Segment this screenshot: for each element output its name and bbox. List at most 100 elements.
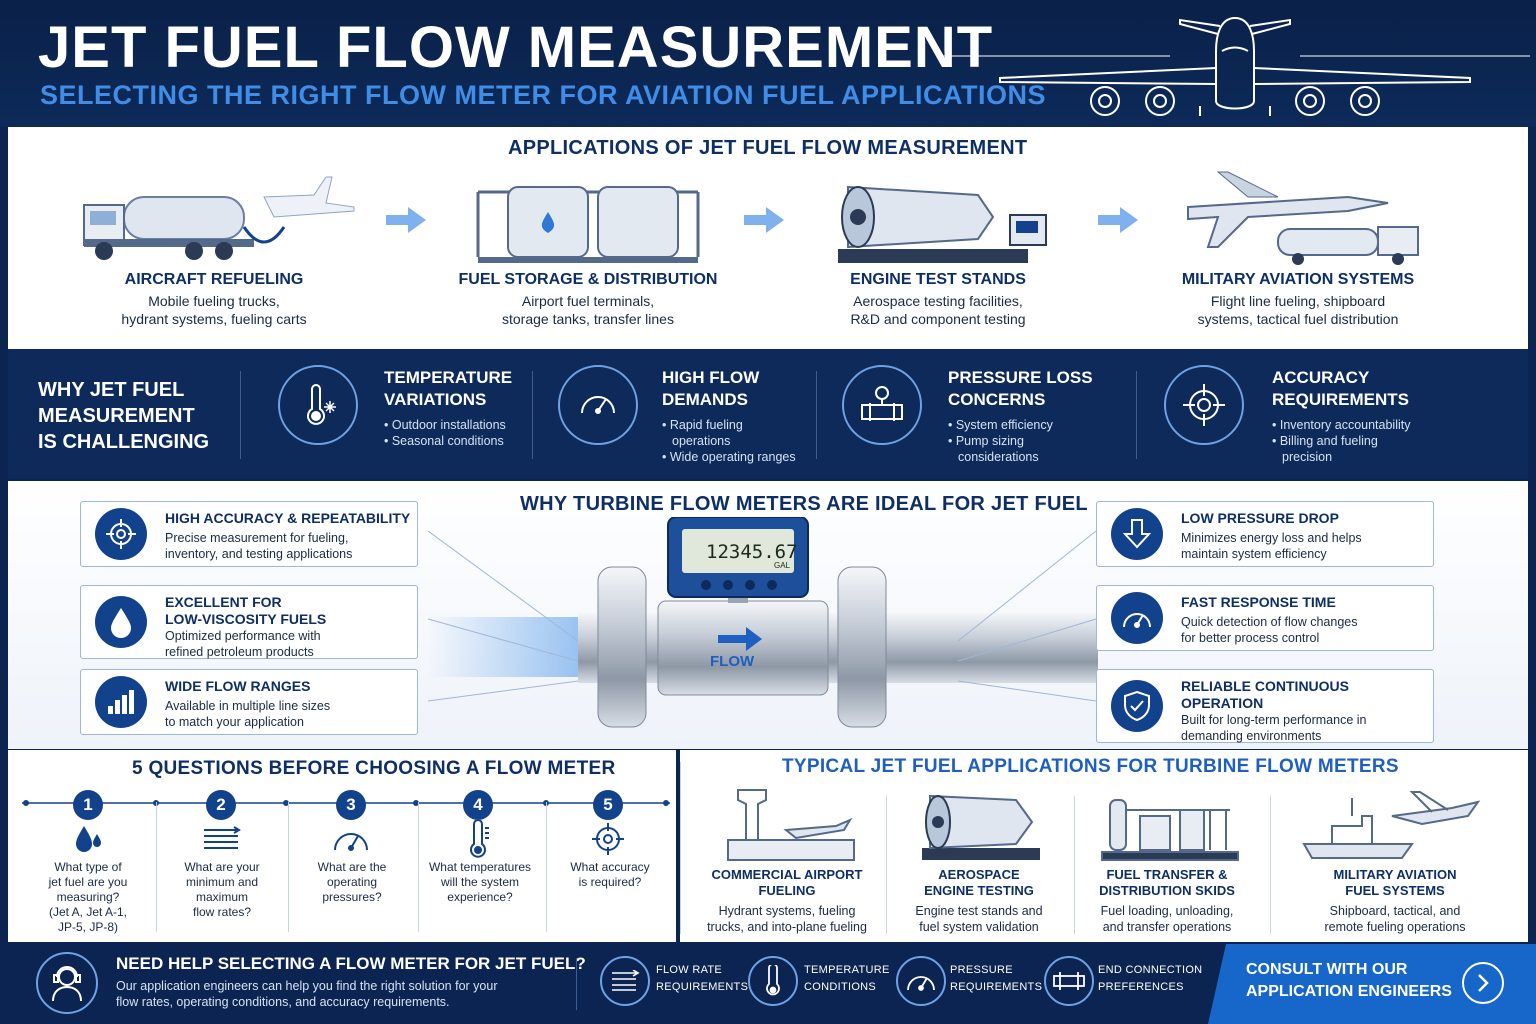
help-title: NEED HELP SELECTING A FLOW METER FOR JET…: [116, 954, 586, 973]
consult-engineers-button[interactable]: CONSULT WITH OUR APPLICATION ENGINEERS: [1208, 944, 1536, 1024]
applications-heading: APPLICATIONS OF JET FUEL FLOW MEASUREMEN…: [508, 137, 1028, 159]
challenge-title: ACCURACY REQUIREMENTS: [1272, 368, 1409, 409]
typical-desc: Engine test stands and fuel system valid…: [915, 904, 1043, 934]
challenge-bullets: • Inventory accountability • Billing and…: [1272, 417, 1410, 465]
questions-heading: 5 QUESTIONS BEFORE CHOOSING A FLOW METER: [132, 758, 616, 779]
warship-icon: [1302, 791, 1481, 859]
pipe-gauge-icon: [861, 386, 903, 421]
question-text: What are your minimum and maximum flow r…: [184, 860, 260, 919]
benefit-desc: Precise measurement for fueling, invento…: [165, 531, 353, 561]
cta-arrow-button[interactable]: [1462, 962, 1504, 1004]
divider: [576, 958, 577, 1010]
benefit-icon-circle: [95, 508, 147, 560]
benefit-title: LOW PRESSURE DROP: [1181, 510, 1339, 526]
challenge-icon-circle: [1164, 365, 1244, 445]
fighter-jet-icon: [1187, 171, 1419, 265]
app-title: FUEL STORAGE & DISTRIBUTION: [458, 271, 718, 288]
jet-engine-icon: [838, 185, 1047, 263]
divider: [680, 762, 681, 934]
page-title: JET FUEL FLOW MEASUREMENT: [38, 15, 994, 80]
benefit-icon-circle: [1111, 680, 1163, 732]
challenge-bullets: • System efficiency • Pump sizing consid…: [948, 417, 1053, 465]
footer: NEED HELP SELECTING A FLOW METER FOR JET…: [0, 944, 1536, 1024]
benefit-icon-circle: [95, 676, 147, 728]
meter-display-unit: GAL: [774, 561, 791, 570]
benefit-card-low-viscosity: EXCELLENT FOR LOW-VISCOSITY FUELS Optimi…: [80, 585, 418, 659]
bullet: • Seasonal conditions: [384, 434, 504, 448]
benefit-icon-circle: [1111, 592, 1163, 644]
benefit-card-reliable-operation: RELIABLE CONTINUOUS OPERATION Built for …: [1096, 669, 1434, 743]
gauge-icon: [907, 976, 935, 991]
engineer-icon-circle: [36, 952, 98, 1014]
bullet: • Wide operating ranges: [662, 450, 796, 464]
divider: [240, 371, 241, 459]
storage-tank-icon: [476, 186, 700, 263]
turbine-section: WHY TURBINE FLOW METERS ARE IDEAL FOR JE…: [8, 481, 1528, 749]
app-card-military-aviation: MILITARY AVIATION SYSTEMS Flight line fu…: [1128, 167, 1468, 347]
typical-desc: Fuel loading, unloading, and transfer op…: [1100, 904, 1234, 934]
question-number: 5: [593, 790, 623, 820]
typical-desc: Shipboard, tactical, and remote fueling …: [1324, 904, 1466, 934]
challenge-bullets: • Rapid fueling operations • Wide operat…: [662, 417, 796, 465]
benefit-icon-circle: [95, 596, 147, 648]
thermometer-icon: [766, 965, 780, 996]
shield-check-icon: [1124, 690, 1150, 722]
skid-icon: [1101, 799, 1239, 861]
app-desc: Airport fuel terminals, storage tanks, t…: [502, 293, 674, 327]
divider: [1270, 796, 1271, 934]
divider: [886, 796, 887, 934]
question-number: 4: [463, 790, 493, 820]
bullet: • Pump sizing considerations: [948, 434, 1039, 464]
footer-icon-circle: [896, 956, 946, 1006]
chevron-right-icon: [1478, 974, 1489, 992]
divider: [532, 371, 533, 459]
footer-icon-circle: [748, 956, 798, 1006]
bullet: • Outdoor installations: [384, 418, 506, 432]
question-number: 3: [336, 790, 366, 820]
benefit-title: HIGH ACCURACY & REPEATABILITY: [165, 510, 411, 526]
question-text: What temperatures will the system experi…: [428, 860, 532, 904]
turbine-heading: WHY TURBINE FLOW METERS ARE IDEAL FOR JE…: [520, 493, 1088, 515]
challenges-section: WHY JET FUEL MEASUREMENT IS CHALLENGING …: [8, 349, 1528, 479]
benefit-desc: Optimized performance with refined petro…: [165, 629, 321, 659]
arrow-right-icon: [1098, 207, 1138, 233]
footer-icon-circle: [600, 956, 650, 1006]
app-card-engine-test: ENGINE TEST STANDS Aerospace testing fac…: [768, 167, 1108, 347]
app-desc: Mobile fueling trucks, hydrant systems, …: [121, 293, 307, 327]
turbine-flow-meter-illustration: [428, 517, 1098, 728]
benefit-desc: Built for long-term performance in deman…: [1181, 713, 1367, 743]
headset-user-icon: [52, 966, 82, 1002]
app-title: MILITARY AVIATION SYSTEMS: [1181, 271, 1415, 288]
app-title: ENGINE TEST STANDS: [850, 271, 1026, 288]
divider: [418, 802, 419, 932]
speedometer-icon: [1123, 613, 1151, 628]
airport-tower-icon: [727, 789, 855, 861]
fuel-truck-icon: [83, 176, 355, 260]
jet-engine-icon: [922, 794, 1040, 860]
meter-display-value: 12345.67: [706, 541, 798, 563]
challenge-title: PRESSURE LOSS CONCERNS: [948, 368, 1093, 409]
divider: [1136, 371, 1137, 459]
typical-title: COMMERCIAL AIRPORT FUELING: [711, 867, 863, 898]
droplet-icon: [111, 608, 131, 638]
cta-label: CONSULT WITH OUR APPLICATION ENGINEERS: [1246, 961, 1452, 1000]
target-icon: [1183, 384, 1225, 426]
benefit-card-wide-flow: WIDE FLOW RANGES Available in multiple l…: [80, 669, 418, 735]
bullet: • Billing and fueling precision: [1272, 434, 1378, 464]
footer-label: FLOW RATE REQUIREMENTS: [656, 964, 749, 993]
footer-label: TEMPERATURE CONDITIONS: [804, 964, 890, 993]
target-icon: [592, 823, 624, 855]
challenge-title: TEMPERATURE VARIATIONS: [384, 368, 513, 409]
app-card-aircraft-refueling: AIRCRAFT REFUELING Mobile fueling trucks…: [44, 167, 384, 347]
app-desc: Aerospace testing facilities, R&D and co…: [850, 293, 1026, 327]
airplane-icon: [940, 16, 1530, 116]
challenge-bullets: • Outdoor installations • Seasonal condi…: [384, 417, 506, 449]
benefit-card-fast-response: FAST RESPONSE TIME Quick detection of fl…: [1096, 585, 1434, 651]
bullet: • System efficiency: [948, 418, 1053, 432]
typical-title: AEROSPACE ENGINE TESTING: [924, 867, 1034, 898]
droplets-icon: [76, 826, 101, 852]
benefit-title: WIDE FLOW RANGES: [165, 678, 311, 694]
bullet: • Inventory accountability: [1272, 418, 1411, 432]
question-text: What accuracy is required?: [570, 860, 650, 889]
typical-desc: Hydrant systems, fueling trucks, and int…: [707, 904, 867, 934]
